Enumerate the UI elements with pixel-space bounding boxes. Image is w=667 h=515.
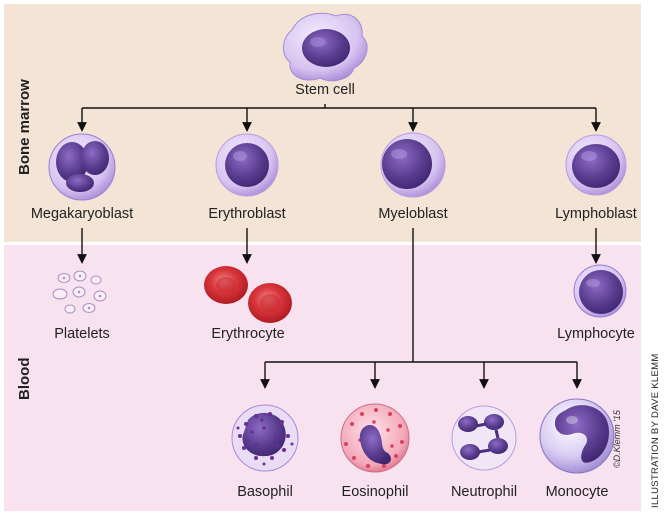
label-stem-cell: Stem cell: [295, 82, 355, 98]
megakaryoblast-illustration: [48, 133, 116, 201]
label-lymphocyte: Lymphocyte: [557, 326, 635, 342]
artist-signature: ©D.Klemm '15: [612, 410, 622, 468]
zone-label-blood: Blood: [16, 357, 33, 401]
monocyte-illustration: [539, 398, 615, 474]
label-neutrophil: Neutrophil: [450, 484, 518, 500]
label-erythrocyte: Erythrocyte: [211, 326, 285, 342]
zone-label-bone-marrow: Bone marrow: [16, 79, 33, 175]
stem-cell-illustration: [283, 12, 368, 82]
eosinophil-illustration: [340, 403, 410, 473]
blood-zone: [4, 245, 641, 511]
erythrocyte-illustration: [204, 266, 292, 323]
label-basophil: Basophil: [237, 484, 293, 500]
label-eosinophil: Eosinophil: [341, 484, 409, 500]
lineage-connectors: [77, 104, 601, 389]
label-monocyte: Monocyte: [545, 484, 609, 500]
label-platelets: Platelets: [54, 326, 110, 342]
illustration-credit: ILLUSTRATION BY DAVE KLEMM: [650, 353, 661, 508]
label-erythroblast: Erythroblast: [208, 206, 286, 222]
lymphoblast-illustration: [565, 134, 627, 196]
neutrophil-illustration: [451, 405, 517, 471]
basophil-illustration: [231, 404, 299, 472]
lymphocyte-illustration: [573, 264, 627, 318]
label-myeloblast: Myeloblast: [378, 206, 448, 222]
label-megakaryoblast: Megakaryoblast: [30, 206, 134, 222]
erythroblast-illustration: [215, 133, 279, 197]
myeloblast-illustration: [380, 132, 446, 198]
platelets-illustration: [52, 270, 107, 314]
label-lymphoblast: Lymphoblast: [555, 206, 637, 222]
